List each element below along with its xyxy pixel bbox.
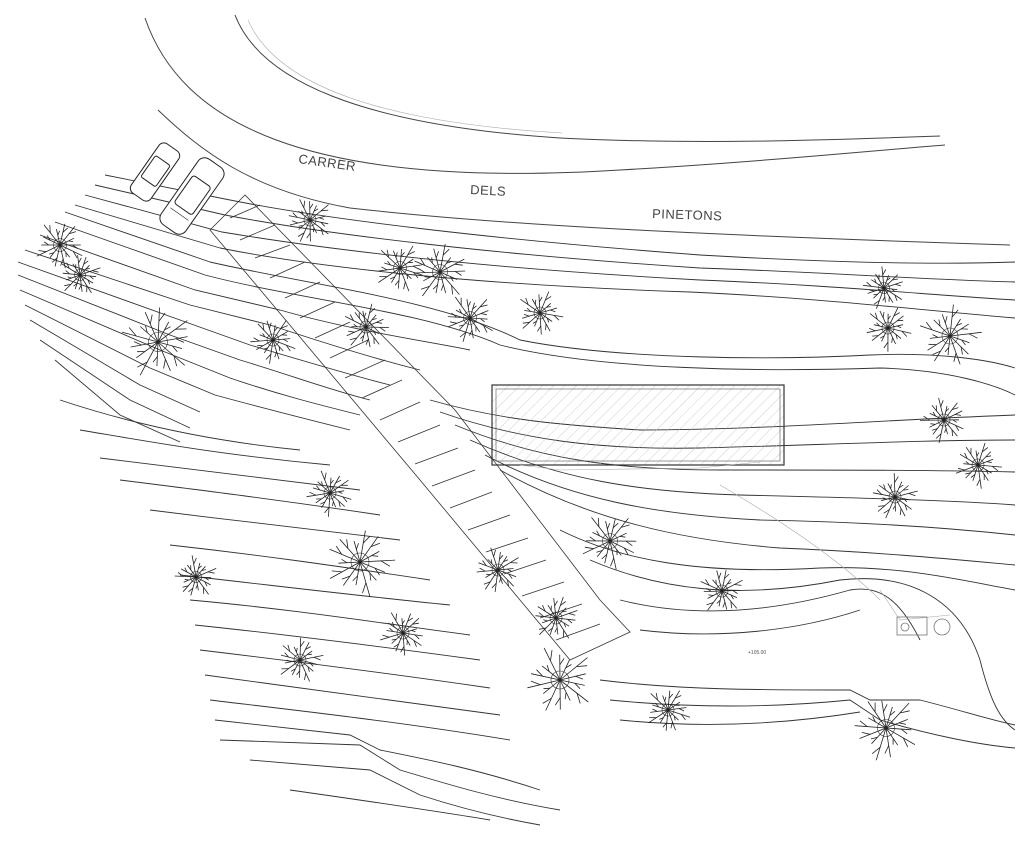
tree-icon (345, 303, 389, 348)
tree-icon (872, 473, 918, 519)
parked-car-large (159, 157, 225, 235)
tree-icon (121, 307, 188, 376)
tree-icon (379, 612, 423, 656)
tree-icon (919, 397, 964, 443)
tree-icon (955, 442, 1002, 489)
access-ramp (209, 194, 631, 661)
parked-car-small (129, 142, 181, 202)
tree-icon (476, 547, 519, 592)
tree-icon (862, 266, 903, 309)
tree-icon (582, 517, 637, 570)
tree-icon (447, 296, 493, 342)
tree-icon (648, 690, 691, 731)
contour-lines (17, 174, 1016, 826)
tree-icon (854, 700, 916, 761)
tree-icon (250, 320, 296, 364)
building-footprint (491, 384, 785, 471)
tree-icon (306, 470, 352, 517)
street-label-pinetons: PINETONS (652, 206, 723, 223)
street-edges (144, 14, 1011, 246)
vehicle-icon (879, 589, 951, 636)
tree-icon (919, 304, 982, 365)
tree-icon (280, 637, 324, 682)
trees (36, 199, 1002, 761)
tree-icon (700, 570, 743, 611)
tree-icon (61, 255, 101, 294)
tree-icon (174, 555, 217, 596)
tree-icon (329, 530, 396, 597)
tree-icon (36, 223, 83, 269)
street-label-dels: DELS (470, 182, 507, 199)
tree-icon (288, 199, 329, 242)
tree-icon (414, 244, 466, 297)
street-label-carrer: CARRER (298, 151, 357, 174)
tree-icon (535, 596, 578, 639)
elevation-label: +105.00 (748, 650, 766, 656)
tree-icon (527, 647, 589, 711)
tree-icon (866, 307, 912, 352)
tree-icon (520, 291, 564, 335)
tree-icon (378, 245, 423, 292)
